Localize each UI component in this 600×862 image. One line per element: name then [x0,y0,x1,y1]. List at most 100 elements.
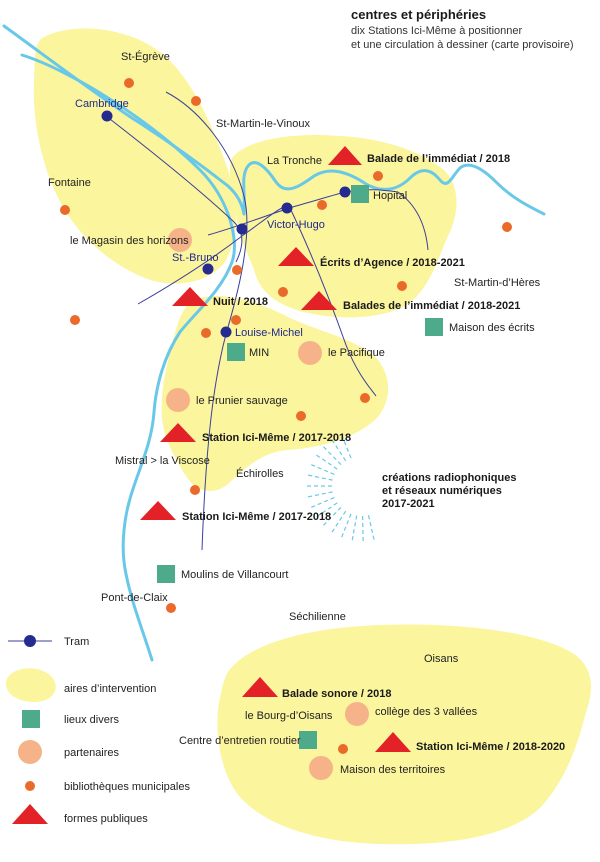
radio-ray [313,502,338,520]
legend: Tram aires d’intervention lieux divers p… [6,635,190,825]
label-fontaine: Fontaine [48,177,91,189]
library-dot [166,603,176,613]
radio-ray [362,515,364,545]
tram-line-f [397,191,429,251]
library-dot [232,265,242,275]
legend-bibliotheques-label: bibliothèques municipales [64,781,190,793]
tram-stop-st-bruno [202,263,214,275]
label-oisans: Oisans [424,653,459,665]
library-dot [317,200,327,210]
legend-area-icon [6,668,56,702]
label-balade-sonore: Balade sonore / 2018 [282,688,391,700]
place-min [227,343,245,361]
label-moulins: Moulins de Villancourt [181,569,288,581]
form-station-3 [375,732,411,752]
library-dot [360,393,370,403]
label-st-egreve: St-Égrève [121,50,170,63]
label-maison-territoires: Maison des territoires [340,764,446,776]
label-radio-line2: et réseaux numériques [382,485,502,497]
area-north-west [33,28,236,284]
tram-stop-centre [236,223,248,235]
legend-tram-label: Tram [64,636,89,648]
label-la-tronche: La Tronche [267,155,322,167]
label-station-3: Station Ici-Même / 2018-2020 [416,741,565,753]
library-dot [231,315,241,325]
label-louise-michel: Louise-Michel [235,327,303,339]
radio-ray [320,444,342,466]
form-ecrits-agence [278,247,314,266]
map-subtitle-line1: dix Stations Ici-Même à positionner [351,25,523,37]
form-balade-sonore [242,677,278,697]
library-dot [70,315,80,325]
form-nuit [172,287,208,306]
legend-partenaires-label: partenaires [64,747,120,759]
radio-ray [308,497,335,510]
legend-aires-label: aires d’intervention [64,683,156,695]
form-balades-immediat [301,291,337,310]
libraries [60,78,512,754]
radio-ray [304,473,333,481]
partner-prunier [166,388,190,412]
library-dot [124,78,134,88]
library-dot [397,281,407,291]
radio-ray [340,431,352,459]
library-dot [60,205,70,215]
partner-magasin [168,228,192,252]
area-centre [161,296,389,491]
label-balades-immediat: Balades de l’immédiat / 2018-2021 [343,300,520,312]
radio-ray [320,506,342,528]
label-hopital: Hopital [373,190,407,202]
river-drac [20,53,236,662]
label-bourg-doisans: le Bourg-d’Oisans [245,710,333,722]
partner-pacifique [298,341,322,365]
form-balade-immediat-2018 [328,146,362,165]
radio-ray [329,437,347,462]
partner-maison-territoires [309,756,333,780]
label-ecrits-agence: Écrits d’Agence / 2018-2021 [320,256,465,269]
label-station-1: Station Ici-Même / 2017-2018 [202,432,351,444]
library-dot [190,485,200,495]
label-echirolles: Échirolles [236,467,284,480]
partner-college [345,702,369,726]
tram-line-e [289,207,377,397]
tram-stop-hopital [339,186,351,198]
place-moulins [157,565,175,583]
river [2,24,546,662]
legend-formes-label: formes publiques [64,813,148,825]
library-dot [296,411,306,421]
label-pont-de-claix: Pont-de-Claix [101,592,168,604]
public-forms [140,146,411,752]
label-college: collège des 3 vallées [375,706,478,718]
radio-ray [340,513,352,541]
legend-forme-icon [12,804,48,824]
label-radio-line3: 2017-2021 [382,498,435,510]
form-station-1 [160,423,196,442]
library-dot [278,287,288,297]
label-magasin: le Magasin des horizons [70,235,189,247]
label-pacifique: le Pacifique [328,347,385,359]
label-min: MIN [249,347,269,359]
label-cambridge: Cambridge [75,98,129,110]
form-station-2 [140,501,176,520]
partners [166,228,369,780]
area-oisans [217,624,591,845]
label-st-martin-le-vinoux: St-Martin-le-Vinoux [216,118,310,130]
label-victor-hugo: Victor-Hugo [267,219,325,231]
legend-partner-icon [18,740,42,764]
label-nuit: Nuit / 2018 [213,296,268,308]
place-hopital [351,185,369,203]
label-prunier: le Prunier sauvage [196,395,288,407]
label-st-martin-d-heres: St-Martin-d’Hères [454,277,541,289]
legend-lieux-label: lieux divers [64,714,120,726]
misc-places [157,185,443,749]
area-north-east [229,134,457,318]
tram-line-b [165,91,248,551]
river-isere-east [242,161,546,216]
library-dot [191,96,201,106]
tram-line-c [207,189,399,236]
label-mistral: Mistral > la Viscose [115,455,210,467]
intervention-areas [33,28,591,845]
tram-lines [105,91,429,551]
map-subtitle-line2: et une circulation à dessiner (carte pro… [351,39,574,51]
